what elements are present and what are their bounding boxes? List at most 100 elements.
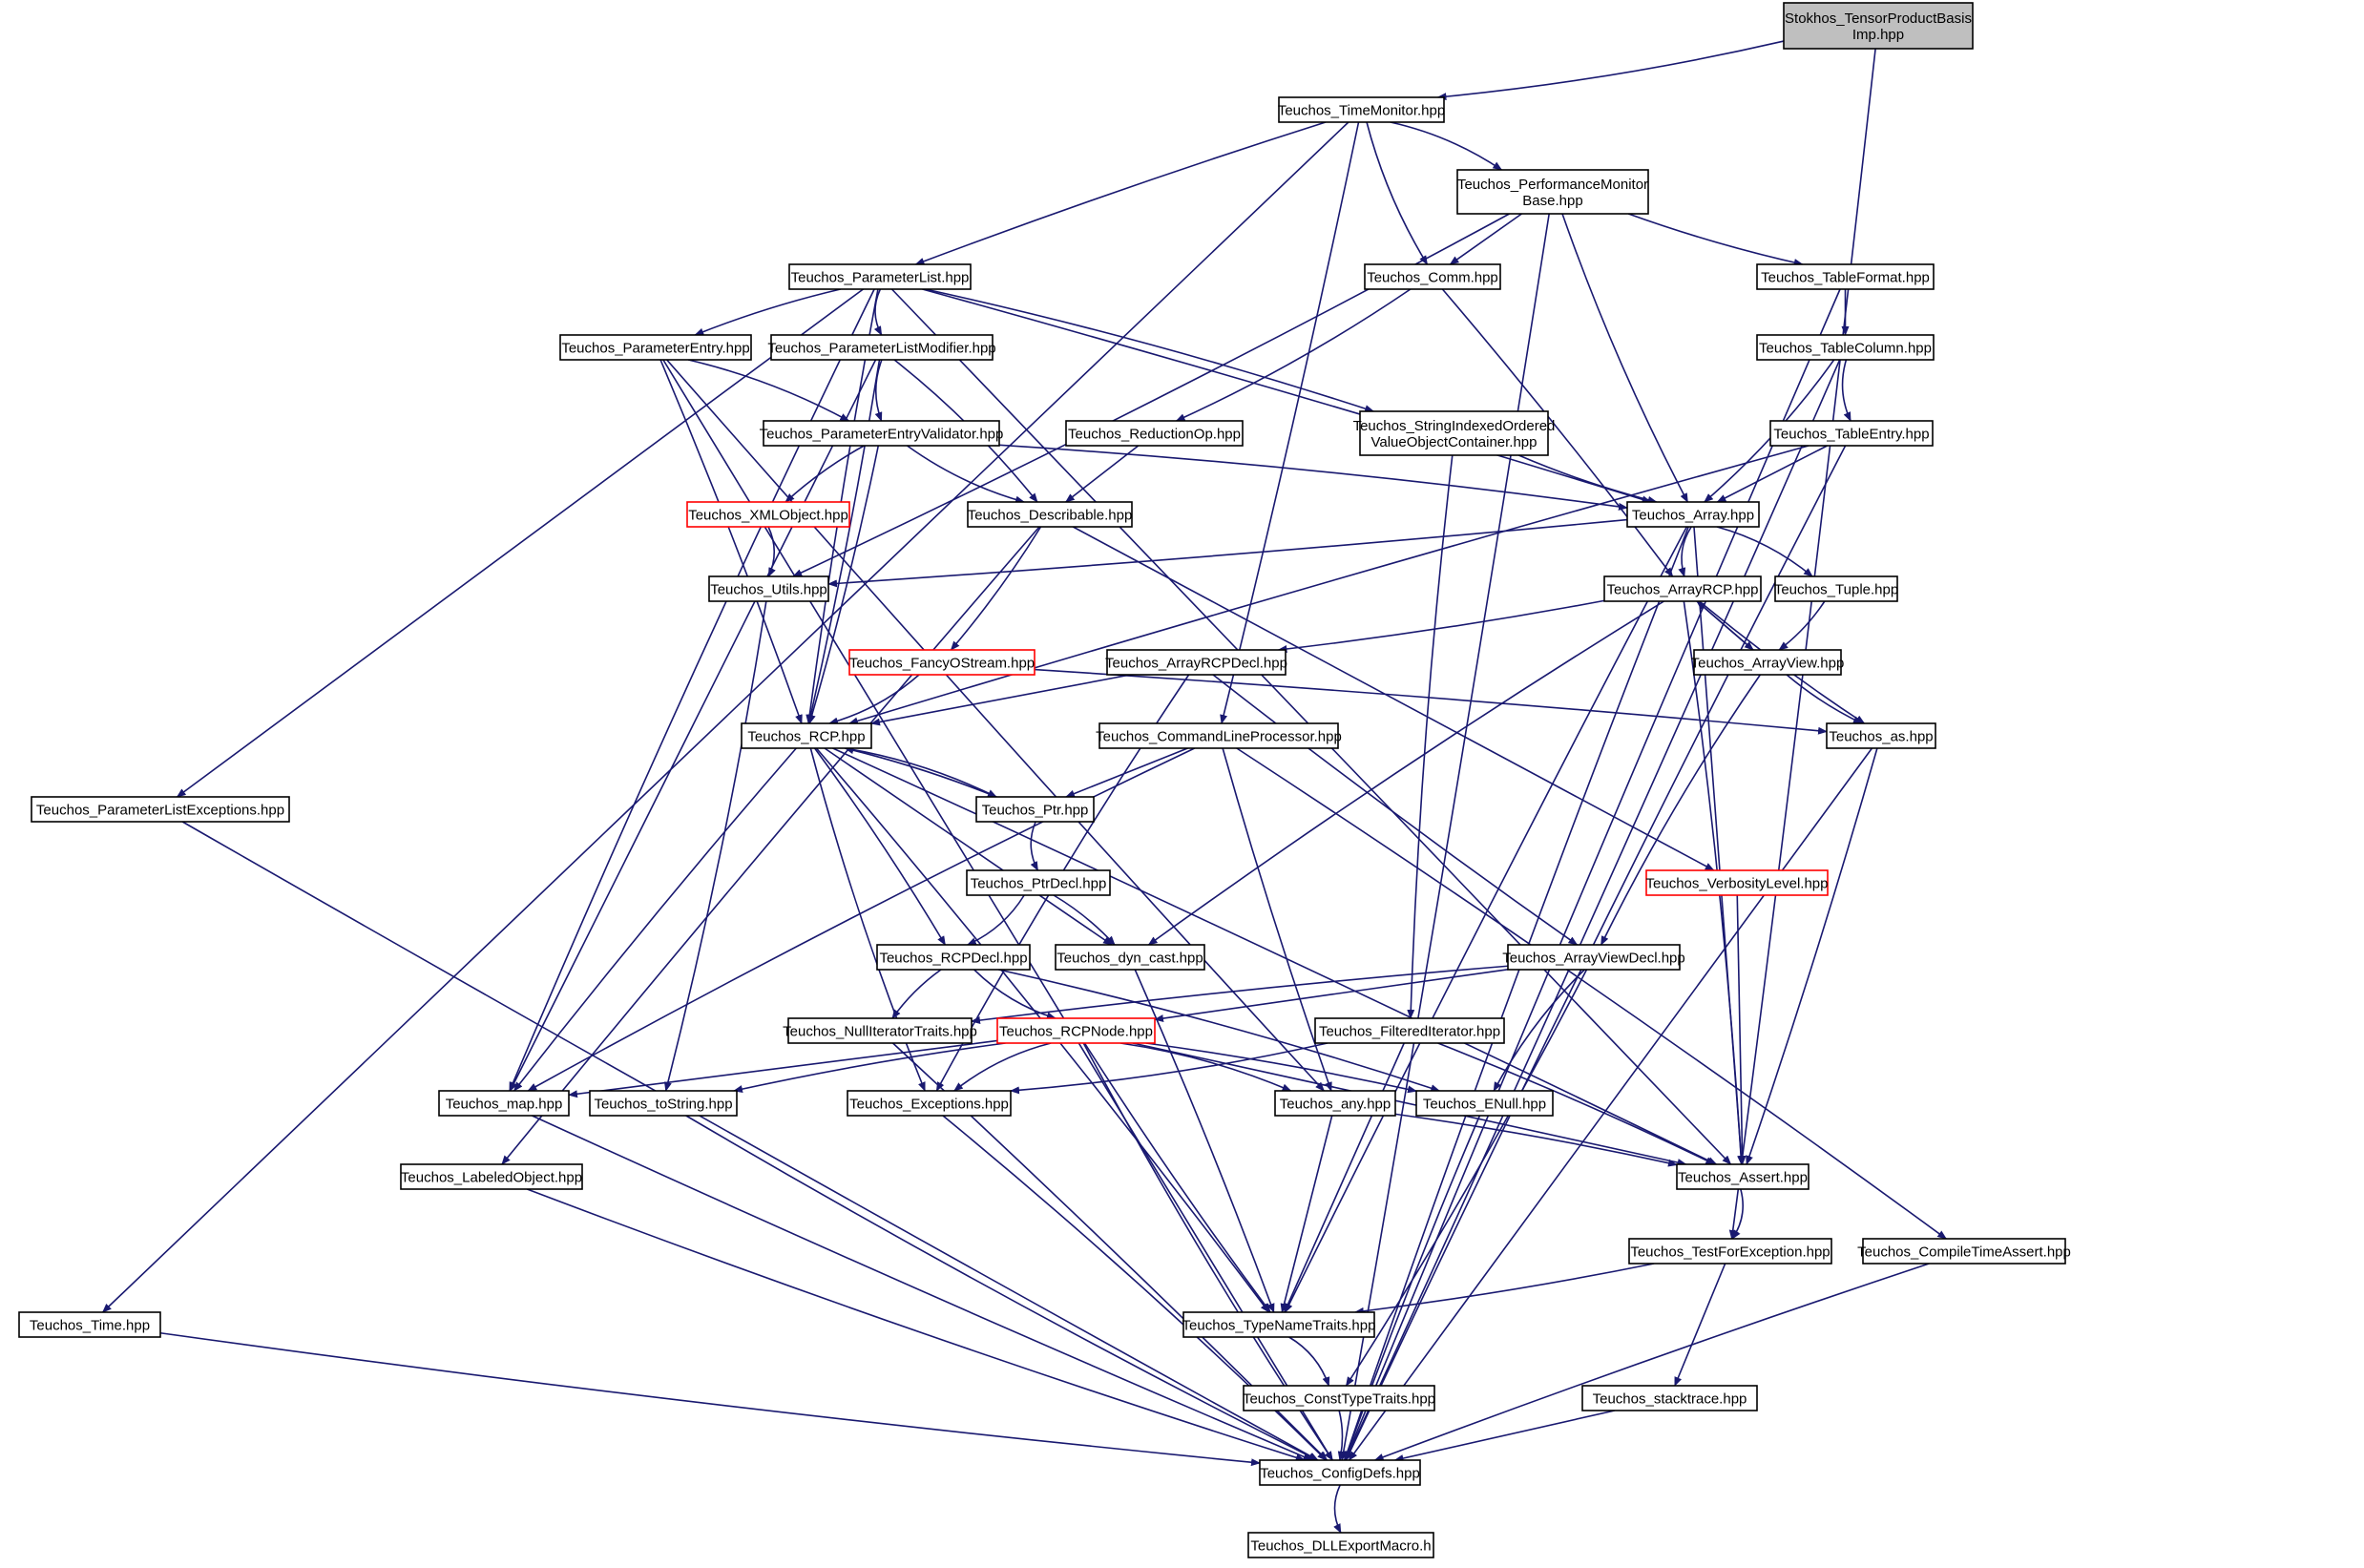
edge-pevalidator-to-describable	[907, 445, 1025, 504]
node-ptrdecl-box	[966, 869, 1111, 896]
node-tableentry-label: Teuchos_TableEntry.hpp	[1773, 426, 1929, 442]
edge-rcpnode-to-tostring	[733, 1042, 1006, 1093]
node-typename[interactable]: Teuchos_TypeNameTraits.hpp	[1182, 1311, 1376, 1338]
edge-rcpnode-to-enull	[1145, 1042, 1417, 1094]
node-nulliter[interactable]: Teuchos_NullIteratorTraits.hpp	[783, 1017, 977, 1044]
node-dllexport[interactable]: Teuchos_DLLExportMacro.h	[1247, 1532, 1434, 1558]
node-any[interactable]: Teuchos_any.hpp	[1274, 1090, 1396, 1117]
node-as[interactable]: Teuchos_as.hpp	[1826, 722, 1936, 749]
node-array[interactable]: Teuchos_Array.hpp	[1626, 501, 1760, 528]
node-configdefs-box	[1259, 1459, 1421, 1486]
node-consttype-label: Teuchos_ConstTypeTraits.hpp	[1243, 1390, 1435, 1407]
edge-timemonitor-to-time	[101, 121, 1349, 1313]
node-clp-label: Teuchos_CommandLineProcessor.hpp	[1096, 728, 1342, 744]
node-assert-box	[1676, 1163, 1810, 1190]
node-time[interactable]: Teuchos_Time.hpp	[18, 1311, 161, 1338]
node-compiletime[interactable]: Teuchos_CompileTimeAssert.hpp	[1857, 1238, 2071, 1265]
edge-plexceptions-to-configdefs	[181, 821, 1319, 1461]
node-plexceptions-label: Teuchos_ParameterListExceptions.hpp	[36, 802, 284, 818]
node-arrayrcpdecl[interactable]: Teuchos_ArrayRCPDecl.hpp	[1105, 649, 1287, 676]
node-verbosity[interactable]: Teuchos_VerbosityLevel.hpp	[1645, 869, 1829, 896]
node-rcp[interactable]: Teuchos_RCP.hpp	[741, 722, 872, 749]
node-tuple-box	[1774, 575, 1898, 602]
node-xmlobject[interactable]: Teuchos_XMLObject.hpp	[686, 501, 850, 528]
node-rcpdecl[interactable]: Teuchos_RCPDecl.hpp	[876, 944, 1031, 971]
node-sivoc[interactable]: Teuchos_StringIndexedOrderedValueObjectC…	[1353, 410, 1556, 456]
node-configdefs-label: Teuchos_ConfigDefs.hpp	[1260, 1465, 1420, 1481]
edge-ptrdecl-to-rcpdecl	[966, 894, 1025, 946]
node-nulliter-label: Teuchos_NullIteratorTraits.hpp	[783, 1023, 977, 1039]
node-tostring[interactable]: Teuchos_toString.hpp	[589, 1090, 738, 1117]
node-timemonitor[interactable]: Teuchos_TimeMonitor.hpp	[1278, 96, 1445, 123]
node-as-box	[1826, 722, 1936, 749]
node-consttype[interactable]: Teuchos_ConstTypeTraits.hpp	[1243, 1385, 1435, 1411]
node-clp-box	[1098, 722, 1339, 749]
edge-array-to-typename	[1284, 526, 1688, 1313]
node-sivoc-label: Teuchos_StringIndexedOrdered	[1353, 418, 1556, 434]
node-configdefs[interactable]: Teuchos_ConfigDefs.hpp	[1259, 1459, 1421, 1486]
node-plexceptions[interactable]: Teuchos_ParameterListExceptions.hpp	[31, 796, 290, 823]
node-arrayviewdecl[interactable]: Teuchos_ArrayViewDecl.hpp	[1502, 944, 1685, 971]
node-reductionop[interactable]: Teuchos_ReductionOp.hpp	[1065, 420, 1244, 447]
node-tuple[interactable]: Teuchos_Tuple.hpp	[1774, 575, 1898, 602]
node-tpb-label: Stokhos_TensorProductBasis	[1785, 10, 1972, 27]
edge-timemonitor-to-clp	[1220, 121, 1360, 724]
node-ptr[interactable]: Teuchos_Ptr.hpp	[975, 796, 1095, 823]
node-plmodifier[interactable]: Teuchos_ParameterListModifier.hpp	[767, 334, 996, 361]
node-exceptions-box	[847, 1090, 1012, 1117]
node-utils[interactable]: Teuchos_Utils.hpp	[708, 575, 829, 602]
node-map[interactable]: Teuchos_map.hpp	[438, 1090, 570, 1117]
node-dyncast[interactable]: Teuchos_dyn_cast.hpp	[1055, 944, 1205, 971]
node-fancyostream[interactable]: Teuchos_FancyOStream.hpp	[848, 649, 1036, 676]
edge-arrayrcp-to-dyncast	[1147, 600, 1664, 946]
node-fancyostream-label: Teuchos_FancyOStream.hpp	[849, 655, 1035, 671]
edge-rcpnode-to-exceptions	[953, 1042, 1052, 1092]
node-exceptions-label: Teuchos_Exceptions.hpp	[849, 1096, 1009, 1112]
node-paramentry[interactable]: Teuchos_ParameterEntry.hpp	[559, 334, 752, 361]
edge-time-to-configdefs	[159, 1331, 1261, 1467]
edge-verbosity-to-assert	[1736, 894, 1747, 1165]
node-paramlist[interactable]: Teuchos_ParameterList.hpp	[788, 263, 972, 290]
node-nulliter-box	[787, 1017, 973, 1044]
node-arrayview[interactable]: Teuchos_ArrayView.hpp	[1691, 649, 1845, 676]
node-ptrdecl[interactable]: Teuchos_PtrDecl.hpp	[966, 869, 1111, 896]
edge-array-to-configdefs	[1343, 526, 1689, 1461]
edge-paramlist-to-sivoc	[925, 288, 1375, 413]
edge-arrayview-to-arrayrcp	[1696, 600, 1754, 651]
node-stacktrace-box	[1581, 1385, 1758, 1411]
node-enull[interactable]: Teuchos_ENull.hpp	[1415, 1090, 1554, 1117]
node-comm[interactable]: Teuchos_Comm.hpp	[1364, 263, 1501, 290]
node-filterediter[interactable]: Teuchos_FilteredIterator.hpp	[1314, 1017, 1505, 1044]
node-tableformat[interactable]: Teuchos_TableFormat.hpp	[1756, 263, 1935, 290]
node-rcpnode[interactable]: Teuchos_RCPNode.hpp	[996, 1017, 1156, 1044]
node-labeled[interactable]: Teuchos_LabeledObject.hpp	[400, 1163, 583, 1190]
node-assert[interactable]: Teuchos_Assert.hpp	[1676, 1163, 1810, 1190]
node-verbosity-box	[1645, 869, 1829, 896]
node-arrayview-box	[1693, 649, 1842, 676]
node-rcpnode-box	[996, 1017, 1156, 1044]
edge-arrayrcp-to-arrayrcpdecl	[1277, 599, 1605, 653]
edge-as-to-assert	[1746, 747, 1878, 1165]
node-pevalidator[interactable]: Teuchos_ParameterEntryValidator.hpp	[760, 420, 1004, 447]
edge-rcp-to-ptr	[845, 747, 997, 798]
edge-clp-to-map	[527, 747, 1196, 1092]
node-tablecolumn[interactable]: Teuchos_TableColumn.hpp	[1756, 334, 1935, 361]
node-stacktrace[interactable]: Teuchos_stacktrace.hpp	[1581, 1385, 1758, 1411]
node-reductionop-label: Teuchos_ReductionOp.hpp	[1068, 426, 1241, 442]
edge-perfmon-to-configdefs	[1339, 213, 1550, 1461]
edge-tableformat-to-configdefs	[1344, 288, 1841, 1461]
node-tableentry[interactable]: Teuchos_TableEntry.hpp	[1769, 420, 1934, 447]
node-exceptions[interactable]: Teuchos_Exceptions.hpp	[847, 1090, 1012, 1117]
node-describable[interactable]: Teuchos_Describable.hpp	[967, 501, 1133, 528]
node-arrayrcp[interactable]: Teuchos_ArrayRCP.hpp	[1603, 575, 1762, 602]
edge-fancyostream-to-as	[1034, 668, 1828, 735]
edge-rcpnode-to-assert	[1132, 1042, 1687, 1166]
node-clp[interactable]: Teuchos_CommandLineProcessor.hpp	[1096, 722, 1342, 749]
node-testforexc[interactable]: Teuchos_TestForException.hpp	[1628, 1238, 1832, 1265]
edge-stacktrace-to-configdefs	[1393, 1410, 1616, 1462]
edge-filterediter-to-assert	[1437, 1042, 1716, 1165]
node-labeled-label: Teuchos_LabeledObject.hpp	[401, 1169, 582, 1185]
